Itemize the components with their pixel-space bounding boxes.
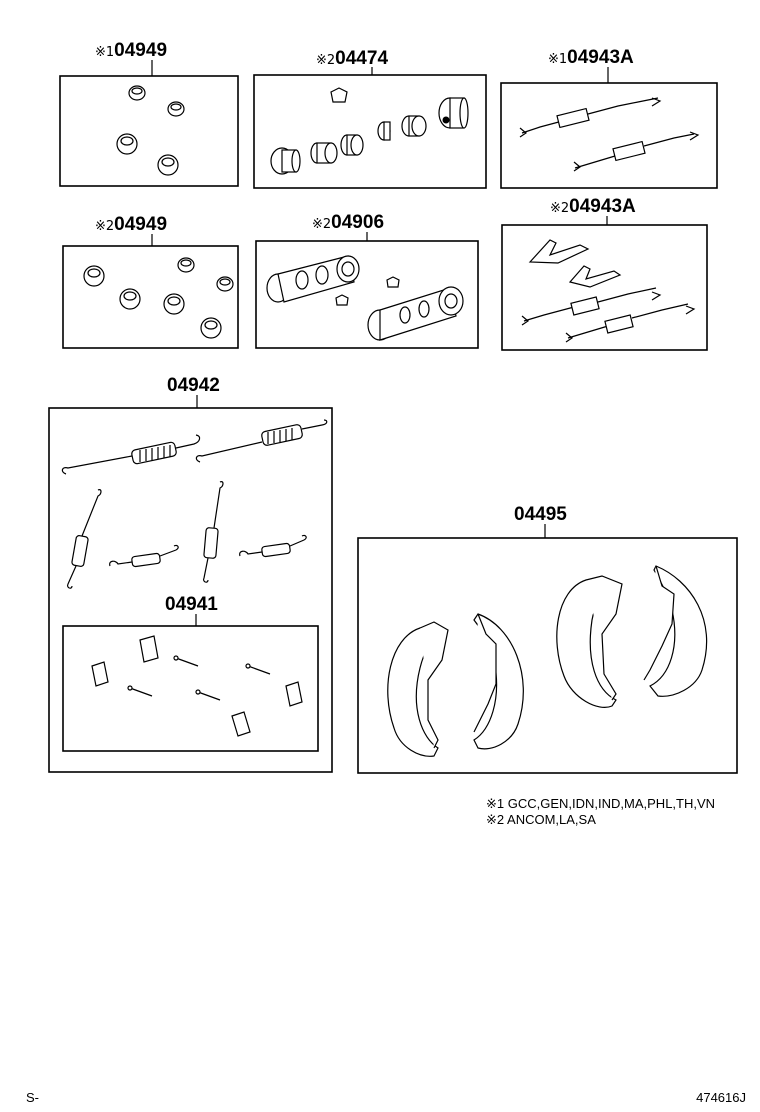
svg-text:※204943A: ※204943A <box>550 196 636 217</box>
kit-04906[interactable]: ※204906 <box>255 212 479 349</box>
kit-04906-code: 04906 <box>331 212 384 233</box>
brake-shoe-code: 04495 <box>514 504 567 525</box>
kit-04943A-type1-code: 04943A <box>567 47 634 68</box>
hardware-kit-code: 04941 <box>165 594 218 615</box>
kit-04943A-type1[interactable]: ※104943A <box>500 47 718 189</box>
svg-text:※104949: ※104949 <box>95 40 167 61</box>
springs-kit-04942[interactable]: 04942 04941 <box>48 375 333 773</box>
kit-04943A-type2-code: 04943A <box>569 196 636 217</box>
kit-04949-type1[interactable]: ※104949 <box>59 40 239 187</box>
kit-04949-type1-code: 04949 <box>114 40 167 61</box>
svg-text:※204474: ※204474 <box>316 48 388 69</box>
kit-04943A-type2[interactable]: ※204943A <box>501 196 708 351</box>
footer-illustration-number: 474616J <box>696 1090 746 1105</box>
cup-seals <box>116 85 185 176</box>
kit-04949-type1-mark: ※1 <box>95 45 114 60</box>
note-line-1: ※1 GCC,GEN,IDN,IND,MA,PHL,TH,VN <box>486 796 715 811</box>
applicability-notes: ※1 GCC,GEN,IDN,IND,MA,PHL,TH,VN ※2 ANCOM… <box>486 796 715 827</box>
adjusting-screws <box>519 97 700 172</box>
hold-down-pins-and-clips <box>91 635 303 737</box>
footer-left-code: S- <box>26 1090 39 1105</box>
kit-04943A-type2-mark: ※2 <box>550 201 569 216</box>
adjusters-and-levers <box>521 239 696 343</box>
wheel-cylinder-parts <box>270 87 469 175</box>
brake-shoe-set-04495[interactable]: 04495 <box>357 504 738 774</box>
kit-04943A-type1-mark: ※1 <box>548 52 567 67</box>
return-springs <box>61 419 328 589</box>
svg-text:※204949: ※204949 <box>95 214 167 235</box>
cup-seals-set <box>83 257 234 339</box>
springs-kit-code: 04942 <box>167 375 220 396</box>
kit-04474-code: 04474 <box>335 48 388 69</box>
kit-04949-type2[interactable]: ※204949 <box>62 214 239 349</box>
kit-04906-mark: ※2 <box>312 217 331 232</box>
svg-text:※104943A: ※104943A <box>548 47 634 68</box>
hardware-kit-04941[interactable]: 04941 <box>62 594 319 752</box>
note-line-2: ※2 ANCOM,LA,SA <box>486 812 596 827</box>
kit-04474-mark: ※2 <box>316 53 335 68</box>
kit-04949-type2-code: 04949 <box>114 214 167 235</box>
kit-04949-type2-mark: ※2 <box>95 219 114 234</box>
svg-text:※204906: ※204906 <box>312 212 384 233</box>
cylinder-repair-parts <box>266 255 464 341</box>
brake-shoes <box>387 565 708 757</box>
kit-04474[interactable]: ※204474 <box>253 48 487 189</box>
